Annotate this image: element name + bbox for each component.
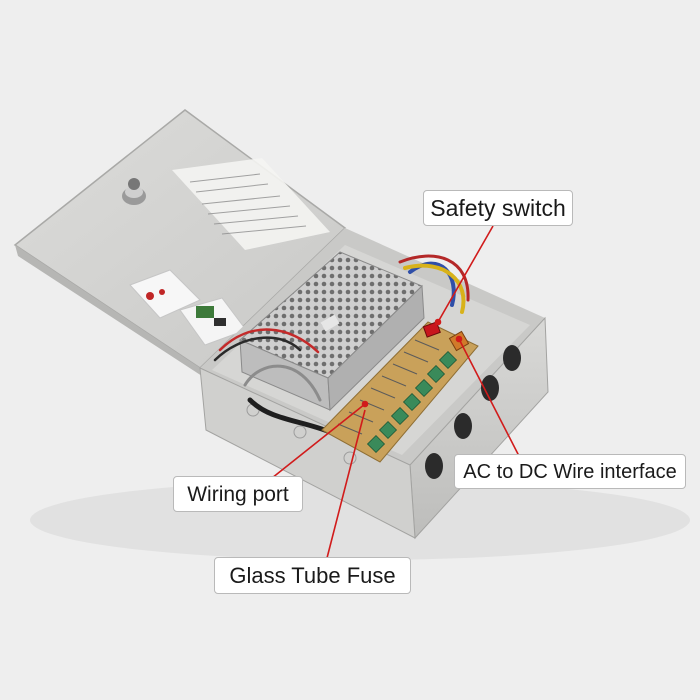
switch-icon [422, 321, 441, 338]
callout-ac-dc-wire-interface: AC to DC Wire interface [454, 454, 686, 489]
callout-wiring-port: Wiring port [173, 476, 303, 512]
accessory-bags [129, 269, 247, 346]
callout-glass-tube-fuse: Glass Tube Fuse [214, 557, 411, 594]
enclosure-lid [13, 109, 347, 378]
callout-safety-switch: Safety switch [423, 190, 573, 226]
lock-icon [122, 178, 146, 205]
pointer-lines [271, 225, 520, 559]
power-supply-module [239, 251, 425, 412]
